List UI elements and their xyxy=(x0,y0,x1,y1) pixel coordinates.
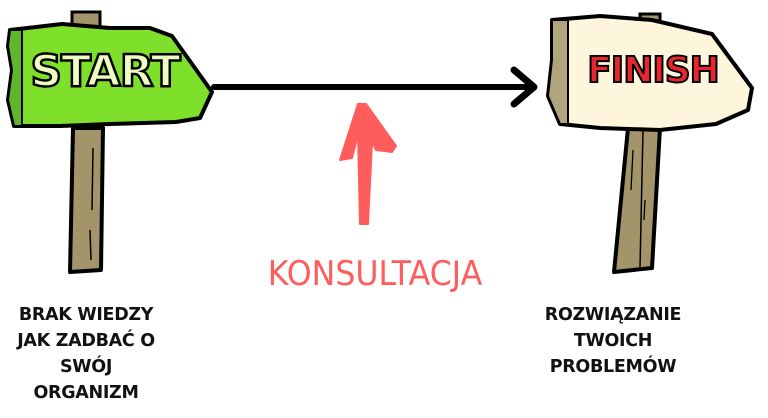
finish-caption-line: ROZWIĄZANIE xyxy=(544,305,682,325)
connector-arrow xyxy=(211,66,538,108)
consultation-label: KONSULTACJA xyxy=(267,254,483,294)
start-board xyxy=(6,22,214,128)
start-caption: BRAK WIEDZY JAK ZADBAĆ O SWÓJ ORGANIZM xyxy=(0,302,172,406)
finish-sign-label: FINISH xyxy=(586,49,721,92)
finish-caption: ROZWIĄZANIE TWOICH PROBLEMÓW xyxy=(530,302,696,380)
finish-caption-line: PROBLEMÓW xyxy=(549,357,677,377)
consultation-arrow xyxy=(339,103,397,225)
start-caption-line: SWÓJ xyxy=(59,357,113,377)
finish-board xyxy=(546,14,754,132)
finish-post xyxy=(612,12,662,274)
finish-caption-line: TWOICH xyxy=(573,331,653,351)
start-caption-line: BRAK WIEDZY xyxy=(18,305,154,325)
start-sign-label: START xyxy=(29,45,182,99)
start-caption-line: ORGANIZM xyxy=(33,383,139,403)
start-caption-line: JAK ZADBAĆ O xyxy=(17,331,155,351)
